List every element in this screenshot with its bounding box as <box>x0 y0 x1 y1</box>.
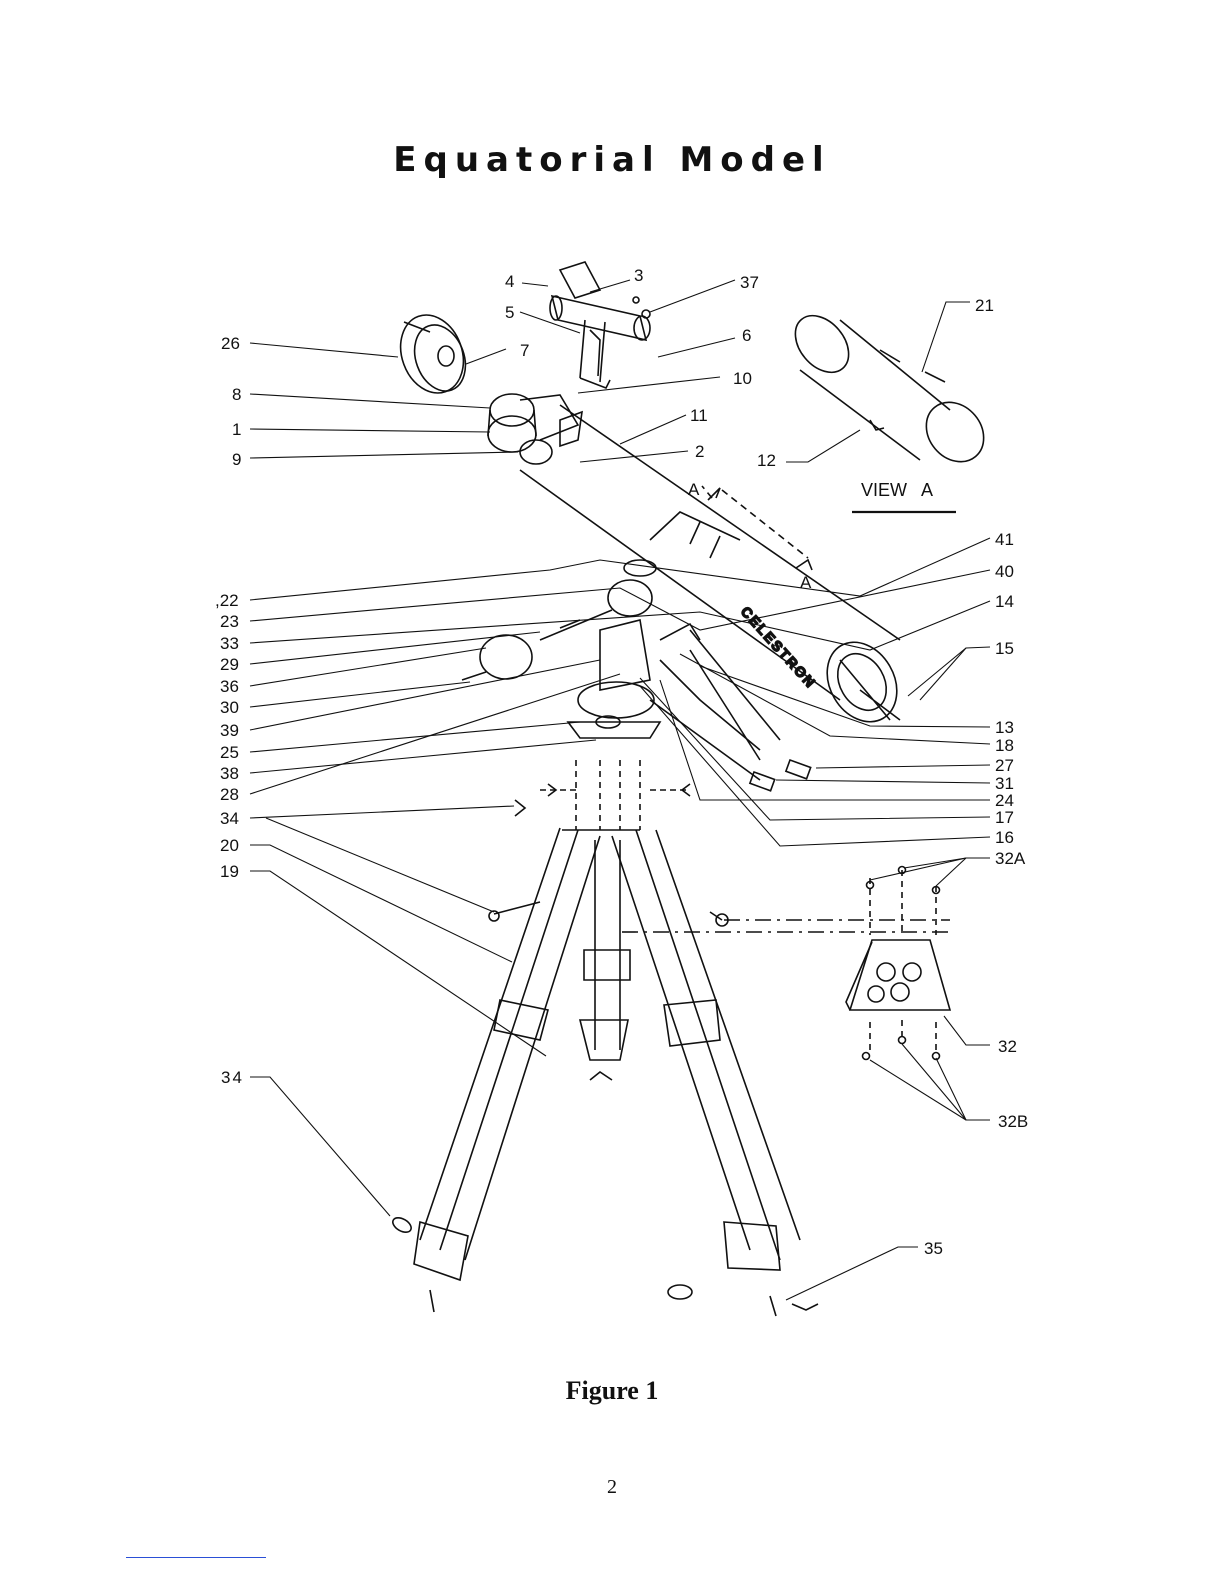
slow-motion-cables <box>650 650 811 791</box>
callout-7: 7 <box>520 341 529 360</box>
wing-nuts <box>515 784 690 816</box>
callout-9: 9 <box>232 450 241 469</box>
callout-33: 33 <box>220 634 239 653</box>
callout-40: 40 <box>995 562 1014 581</box>
callout-5: 5 <box>505 303 514 322</box>
section-mark-bottom: A <box>800 573 812 592</box>
callout-41: 41 <box>995 530 1014 549</box>
accessory-tray <box>846 870 950 1052</box>
callout-36: 36 <box>220 677 239 696</box>
callout-11: 11 <box>690 406 708 425</box>
callout-13: 13 <box>995 718 1014 737</box>
focuser-assembly <box>488 394 582 464</box>
callout-20: 20 <box>220 836 239 855</box>
leg-bolts <box>489 902 728 926</box>
optical-tube <box>520 405 911 734</box>
leg-clamp-knobs <box>390 1215 818 1310</box>
callout-30: 30 <box>220 698 239 717</box>
dust-cap <box>390 306 474 402</box>
view-a-detail <box>785 305 996 473</box>
callout-16: 16 <box>995 828 1014 847</box>
callout-numbers: 3 37 4 5 6 26 7 10 8 11 1 9 2 21 12 VIEW… <box>215 266 1028 1258</box>
tray-screws-top <box>867 867 940 894</box>
callout-22: ,22 <box>215 591 239 610</box>
tripod-legs <box>414 828 800 1316</box>
brand-text: CELESTRON <box>738 603 820 691</box>
callout-3: 3 <box>634 266 643 285</box>
callout-6: 6 <box>742 326 751 345</box>
tray-screws-bottom <box>863 1037 940 1060</box>
callout-8: 8 <box>232 385 241 404</box>
leader-lines <box>250 280 990 1300</box>
section-mark-top: A <box>688 480 700 499</box>
callout-37: 37 <box>740 273 759 292</box>
view-a-label: VIEW A <box>861 480 933 500</box>
callout-32a: 32A <box>995 849 1026 868</box>
tripod-head <box>540 722 690 830</box>
callout-15: 15 <box>995 639 1014 658</box>
callout-23: 23 <box>220 612 239 631</box>
callout-19: 19 <box>220 862 239 881</box>
callout-18: 18 <box>995 736 1014 755</box>
page-number: 2 <box>0 1476 1224 1499</box>
callout-35: 35 <box>924 1239 943 1258</box>
callout-1: 1 <box>232 420 241 439</box>
footer-rule <box>126 1557 266 1558</box>
callout-2: 2 <box>695 442 704 461</box>
callout-38: 38 <box>220 764 239 783</box>
callout-4: 4 <box>505 272 514 291</box>
callout-25: 25 <box>220 743 239 762</box>
figure-caption: Figure 1 <box>0 1376 1224 1406</box>
callout-10: 10 <box>733 369 752 388</box>
callout-34: 34 <box>220 809 239 828</box>
callout-12: 12 <box>757 451 776 470</box>
callout-21: 21 <box>975 296 994 315</box>
callout-32b: 32B <box>998 1112 1028 1131</box>
callout-32: 32 <box>998 1037 1017 1056</box>
callout-34-lower: 34 <box>221 1068 244 1087</box>
callout-28: 28 <box>220 785 239 804</box>
callout-29: 29 <box>220 655 239 674</box>
callout-39: 39 <box>220 721 239 740</box>
callout-26: 26 <box>221 334 240 353</box>
callout-14: 14 <box>995 592 1014 611</box>
section-line-a <box>702 486 812 570</box>
callout-17: 17 <box>995 808 1014 827</box>
callout-27: 27 <box>995 756 1014 775</box>
